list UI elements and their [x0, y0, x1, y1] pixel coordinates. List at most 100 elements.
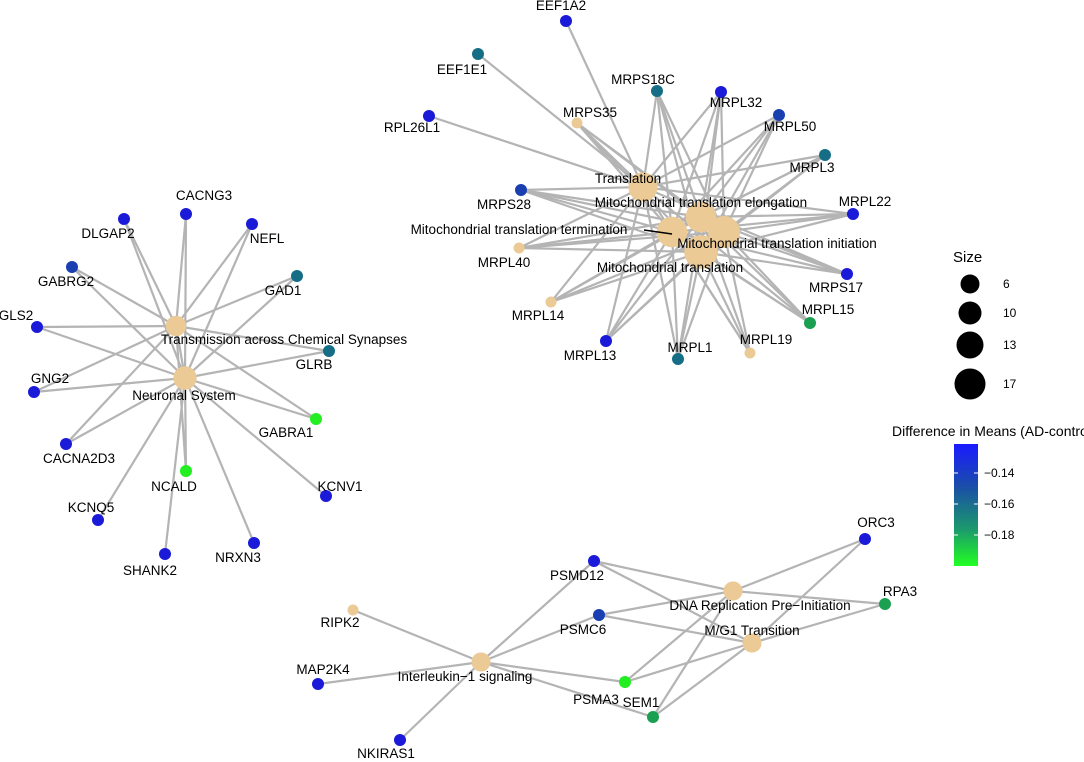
edge-il1-psma3 — [480, 660, 626, 684]
edge-ns-dlgap2 — [122, 218, 187, 379]
label-sem1: SEM1 — [623, 695, 660, 710]
node-nefl[interactable] — [246, 218, 258, 230]
edges-layer — [33, 20, 886, 741]
node-mrpl13[interactable] — [600, 335, 612, 347]
label-gad1: GAD1 — [265, 283, 302, 298]
edge-mg1-orc3 — [751, 538, 866, 644]
node-kcnq5[interactable] — [92, 514, 104, 526]
node-il1[interactable] — [471, 652, 491, 672]
edge-mt-mrpl13 — [605, 251, 702, 342]
edge-trans-mrpl22 — [642, 185, 854, 216]
label-ripk2: RIPK2 — [320, 615, 359, 630]
label-psma3: PSMA3 — [573, 692, 619, 707]
edge-trans-mrps17 — [642, 185, 848, 276]
edge-mti-mrpl19 — [722, 231, 752, 354]
label-nefl: NEFL — [250, 231, 285, 246]
node-mrpl15[interactable] — [804, 317, 816, 329]
node-nkiras1[interactable] — [394, 734, 406, 746]
node-mrps17[interactable] — [841, 268, 853, 280]
node-psmd12[interactable] — [588, 555, 600, 567]
node-mte[interactable] — [685, 201, 717, 233]
node-kcnv1[interactable] — [320, 490, 332, 502]
label-mrps35: MRPS35 — [563, 105, 617, 120]
node-shank2[interactable] — [159, 548, 171, 560]
label-eef1e1: EEF1E1 — [437, 62, 487, 77]
label-glrb: GLRB — [296, 357, 333, 372]
edge-il1-nkiras1 — [399, 661, 482, 741]
edge-tcs-cacng3 — [174, 213, 188, 327]
node-cacng3[interactable] — [180, 208, 192, 220]
node-tcs[interactable] — [165, 315, 187, 337]
edge-tcs-gls2 — [36, 324, 177, 329]
edge-ns-gng2 — [33, 376, 186, 394]
edge-il1-psmd12 — [480, 560, 595, 663]
node-mrpl50[interactable] — [773, 109, 785, 121]
node-mrps28[interactable] — [515, 184, 527, 196]
node-dnarep[interactable] — [723, 581, 743, 601]
node-mg1[interactable] — [742, 633, 762, 653]
label-mrpl3: MRPL3 — [789, 160, 834, 175]
node-map2k4[interactable] — [312, 678, 324, 690]
label-mrpl40: MRPL40 — [478, 255, 531, 270]
node-mrpl3[interactable] — [819, 149, 831, 161]
node-mtt[interactable] — [656, 216, 688, 248]
labels-layer: Transmission across Chemical SynapsesNeu… — [0, 0, 917, 761]
label-mrpl22: MRPL22 — [839, 194, 892, 209]
edge-ns-gad1 — [184, 275, 298, 379]
edge-ns-gabrg2 — [71, 266, 186, 379]
label-mtt: Mitochondrial translation termination — [411, 222, 628, 237]
edge-mte-mrps18c — [655, 90, 703, 218]
node-mrps35[interactable] — [571, 117, 583, 129]
edge-dnarep-rpa3 — [732, 589, 886, 606]
label-mg1: M/G1 Transition — [704, 623, 799, 638]
node-mrpl32[interactable] — [715, 86, 727, 98]
node-eef1a2[interactable] — [560, 15, 572, 27]
node-ns[interactable] — [173, 366, 197, 390]
label-leader-line — [643, 229, 673, 235]
node-orc3[interactable] — [859, 533, 871, 545]
node-sem1[interactable] — [647, 711, 659, 723]
node-dlgap2[interactable] — [118, 213, 130, 225]
node-gad1[interactable] — [291, 270, 303, 282]
label-ns: Neuronal System — [132, 388, 236, 403]
node-psmc6[interactable] — [593, 609, 605, 621]
node-gabrg2[interactable] — [66, 261, 78, 273]
node-mrpl19[interactable] — [744, 347, 756, 359]
node-mrpl1[interactable] — [672, 353, 684, 365]
edge-mtt-mrpl14 — [550, 231, 673, 303]
edge-mt-mrps17 — [700, 250, 848, 276]
node-gls2[interactable] — [31, 321, 43, 333]
label-gng2: GNG2 — [31, 371, 69, 386]
node-rpa3[interactable] — [879, 598, 891, 610]
edge-ns-shank2 — [163, 377, 187, 555]
label-cacng3: CACNG3 — [176, 188, 232, 203]
edge-mg1-rpa3 — [751, 602, 886, 645]
node-mti[interactable] — [707, 215, 741, 249]
node-gng2[interactable] — [28, 386, 40, 398]
edge-mti-mrps17 — [723, 230, 848, 276]
node-ncald[interactable] — [180, 465, 192, 477]
node-ripk2[interactable] — [347, 604, 359, 616]
edge-il1-psmc6 — [480, 613, 600, 664]
node-trans[interactable] — [628, 172, 658, 202]
label-nkiras1: NKIRAS1 — [357, 746, 415, 761]
node-gabra1[interactable] — [310, 413, 322, 425]
edge-ns-cacng3 — [183, 213, 188, 379]
node-rpl26l1[interactable] — [423, 110, 435, 122]
node-mt[interactable] — [684, 235, 718, 269]
node-nrxn3[interactable] — [248, 537, 260, 549]
edge-mti-mrpl15 — [723, 231, 811, 324]
edge-mti-mrpl32 — [719, 91, 726, 233]
edge-mti-mrpl22 — [723, 212, 854, 234]
node-mrps18c[interactable] — [651, 85, 663, 97]
node-psma3[interactable] — [619, 676, 631, 688]
edge-ns-kcnv1 — [184, 377, 327, 497]
node-glrb[interactable] — [323, 345, 335, 357]
node-mrpl14[interactable] — [545, 296, 557, 308]
node-eef1e1[interactable] — [472, 48, 484, 60]
node-cacna2d3[interactable] — [60, 438, 72, 450]
node-mrpl40[interactable] — [513, 242, 525, 254]
edge-mti-mrpl50 — [723, 114, 780, 233]
node-mrpl22[interactable] — [847, 208, 859, 220]
